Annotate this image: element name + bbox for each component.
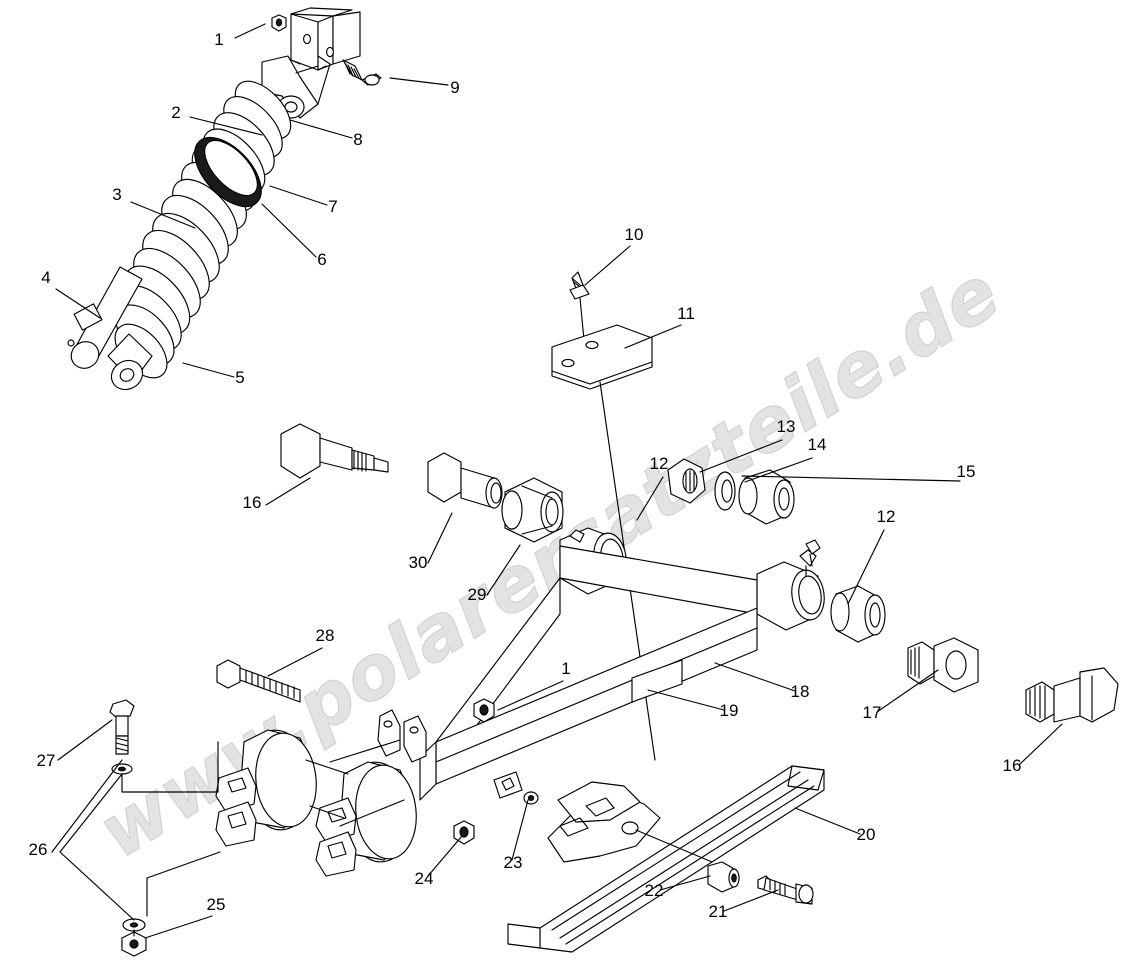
callout-leader-12 (847, 529, 885, 605)
callout-leader-29 (486, 544, 521, 596)
callout-leader-12 (636, 476, 664, 521)
callout-leader-26 (51, 759, 123, 853)
callout-leader-1 (497, 680, 564, 711)
callout-leader-10 (584, 245, 631, 286)
callout-leader-7 (269, 185, 328, 206)
shock-absorber-group (67, 7, 382, 391)
callout-number-c7: 7 (328, 197, 337, 216)
upper-bracket (271, 7, 382, 86)
callout-number-c12a: 12 (650, 454, 669, 473)
shock-lower-eye (107, 333, 153, 391)
callout-number-c10: 10 (625, 225, 644, 244)
callout-number-c8: 8 (353, 130, 362, 149)
callout-number-c6: 6 (317, 250, 326, 269)
callout-number-c21: 21 (709, 902, 728, 921)
callout-number-c17: 17 (863, 703, 882, 722)
callout-number-c11: 11 (677, 304, 695, 323)
callout-leader-23 (511, 799, 529, 861)
right-pivot-hardware (667, 458, 1119, 723)
left-pivot-hardware (280, 423, 564, 543)
callout-number-c22: 22 (645, 881, 664, 900)
callout-number-c26: 26 (29, 840, 48, 859)
callout-leader-15 (741, 475, 961, 482)
spring-spacer-band (194, 136, 262, 208)
callout-number-c23: 23 (504, 853, 523, 872)
callout-number-c1b: 1 (561, 659, 570, 678)
callout-number-c27: 27 (37, 751, 56, 770)
callout-leader-19 (647, 689, 725, 711)
callout-number-c4: 4 (41, 268, 50, 287)
callout-number-c30: 30 (409, 553, 428, 572)
callout-number-c24: 24 (415, 869, 434, 888)
callout-leader-13 (699, 439, 783, 473)
callout-number-c29: 29 (468, 585, 487, 604)
callout-leader-20 (794, 807, 861, 835)
callout-number-c15: 15 (957, 462, 976, 481)
callout-leader-17 (876, 669, 939, 713)
callout-leader-5 (182, 362, 235, 378)
callout-leader-14 (744, 457, 813, 483)
callout-leader-27 (57, 719, 113, 761)
callout-leader-25 (144, 915, 213, 939)
callout-number-c28: 28 (316, 626, 335, 645)
callout-leader-28 (267, 647, 323, 677)
callout-leader-16 (1018, 723, 1063, 766)
slide-rail-group (507, 765, 825, 953)
callout-leader-2 (189, 116, 263, 136)
callout-number-c20: 20 (857, 825, 876, 844)
callout-number-c5: 5 (235, 368, 244, 387)
shock-body (67, 266, 143, 369)
callout-leader-16 (265, 477, 311, 506)
callout-number-c14: 14 (808, 435, 827, 454)
callout-leader-11 (624, 324, 682, 349)
callout-leader-18 (714, 662, 796, 692)
callout-leader-9 (389, 77, 449, 86)
callout-leader-1 (234, 23, 266, 39)
callout-leader-3 (130, 201, 196, 229)
callout-number-c12b: 12 (877, 507, 896, 526)
callout-number-c16a: 16 (243, 493, 262, 512)
callout-number-c18: 18 (791, 682, 810, 701)
callout-number-c19: 19 (720, 701, 739, 720)
callout-number-c13: 13 (777, 417, 796, 436)
callout-leader-30 (427, 512, 453, 564)
callout-number-c9: 9 (450, 78, 459, 97)
callout-number-c1a: 1 (214, 30, 223, 49)
callout-leader-6 (261, 203, 317, 258)
callout-leader-8 (289, 119, 353, 139)
callout-leader-21 (723, 889, 779, 912)
callout-leader-22 (659, 875, 711, 891)
callout-number-c16b: 16 (1003, 756, 1022, 775)
clamp-group (59, 659, 417, 957)
callout-number-c3: 3 (112, 185, 121, 204)
callout-number-c25: 25 (207, 895, 226, 914)
callout-leader-24 (427, 835, 463, 877)
callout-leader-4 (55, 288, 101, 319)
swing-arm-group (377, 527, 825, 845)
callout-number-c2: 2 (171, 103, 180, 122)
